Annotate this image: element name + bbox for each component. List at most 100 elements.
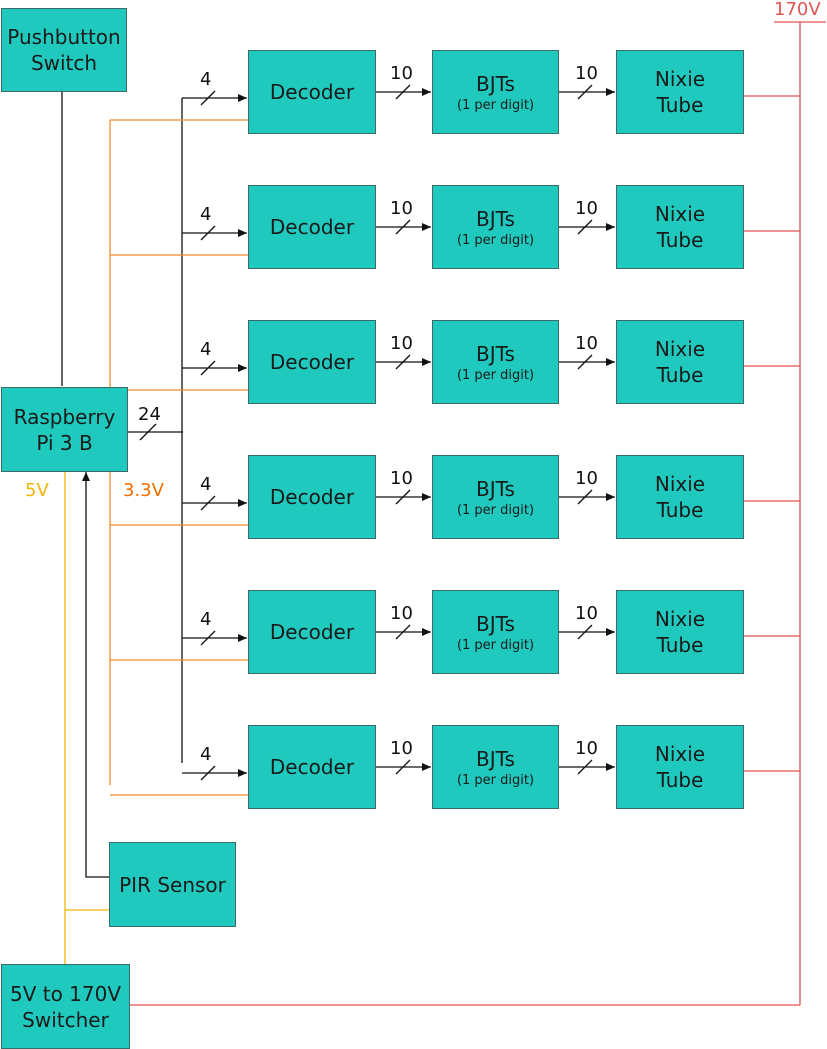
nixie-label-line2: Tube xyxy=(656,498,704,522)
pir-label: PIR Sensor xyxy=(119,872,226,897)
nixie-label-line1: Nixie xyxy=(654,202,706,226)
decoder-input-width-label: 4 xyxy=(200,744,212,765)
decoder-block: Decoder xyxy=(248,725,376,809)
pushbutton-switch-block: Pushbutton Switch xyxy=(1,8,127,92)
bjt-note: (1 per digit) xyxy=(456,367,535,383)
decoder-label: Decoder xyxy=(269,755,355,779)
bjt-label: BJTs xyxy=(476,611,515,636)
bjt-block: BJTs(1 per digit) xyxy=(432,455,559,539)
bjt-block: BJTs(1 per digit) xyxy=(432,320,559,404)
decoder-input-slash xyxy=(200,90,216,106)
pir-signal-wire xyxy=(82,472,109,878)
nixie-label-line2: Tube xyxy=(656,93,704,117)
bjt-input-width-label: 10 xyxy=(390,333,413,354)
bjt-note: (1 per digit) xyxy=(456,772,535,788)
decoder-block: Decoder xyxy=(248,455,376,539)
nixie-input-width-label: 10 xyxy=(575,468,598,489)
decoder-label: Decoder xyxy=(269,215,355,239)
nixie-label-line2: Tube xyxy=(656,633,704,657)
nixie-input-slash xyxy=(577,354,593,370)
decoder-input-width-label: 4 xyxy=(200,69,212,90)
decoder-block: Decoder xyxy=(248,590,376,674)
nixie-input-width-label: 10 xyxy=(575,603,598,624)
bjt-block: BJTs(1 per digit) xyxy=(432,725,559,809)
nixie-input-slash xyxy=(577,759,593,775)
main-bus-slash xyxy=(139,423,157,441)
decoder-label: Decoder xyxy=(269,80,355,104)
nixie-input-width-label: 10 xyxy=(575,63,598,84)
nixie-input-slash xyxy=(577,624,593,640)
bjt-block: BJTs(1 per digit) xyxy=(432,185,559,269)
pushbutton-label-line2: Switch xyxy=(30,51,98,75)
decoder-label: Decoder xyxy=(269,485,355,509)
nixie-label-line1: Nixie xyxy=(654,337,706,361)
decoder-label: Decoder xyxy=(269,350,355,374)
bjt-input-slash xyxy=(395,354,411,370)
decoder-block: Decoder xyxy=(248,185,376,269)
bjt-input-slash xyxy=(395,219,411,235)
nixie-label-line1: Nixie xyxy=(654,67,706,91)
nixie-label-line1: Nixie xyxy=(654,742,706,766)
raspberry-label-line2: Pi 3 B xyxy=(36,430,93,455)
bjt-input-slash xyxy=(395,759,411,775)
bjt-block: BJTs(1 per digit) xyxy=(432,590,559,674)
voltage-3v3-label: 3.3V xyxy=(123,480,164,501)
bjt-note: (1 per digit) xyxy=(456,502,535,518)
nixie-label-line2: Tube xyxy=(656,768,704,792)
pushbutton-label-line1: Pushbutton xyxy=(7,25,121,49)
nixie-label-line1: Nixie xyxy=(654,472,706,496)
decoder-input-width-label: 4 xyxy=(200,204,212,225)
decoder-input-width-label: 4 xyxy=(200,339,212,360)
bjt-label: BJTs xyxy=(476,71,515,96)
bjt-input-width-label: 10 xyxy=(390,468,413,489)
voltage-5v-label: 5V xyxy=(25,480,49,501)
bjt-input-slash xyxy=(395,489,411,505)
decoder-input-slash xyxy=(200,765,216,781)
bjt-input-width-label: 10 xyxy=(390,603,413,624)
bjt-input-slash xyxy=(395,84,411,100)
bjt-label: BJTs xyxy=(476,341,515,366)
decoder-label: Decoder xyxy=(269,620,355,644)
switcher-label-line2: Switcher xyxy=(22,1007,109,1032)
bjt-input-width-label: 10 xyxy=(390,198,413,219)
bjt-note: (1 per digit) xyxy=(456,637,535,653)
voltage-170v-label: 170V xyxy=(774,0,821,20)
bjt-input-width-label: 10 xyxy=(390,63,413,84)
nixie-input-width-label: 10 xyxy=(575,333,598,354)
bjt-input-width-label: 10 xyxy=(390,738,413,759)
nixie-label-line1: Nixie xyxy=(654,607,706,631)
bjt-note: (1 per digit) xyxy=(456,232,535,248)
decoder-input-slash xyxy=(200,495,216,511)
bjt-label: BJTs xyxy=(476,476,515,501)
decoder-block: Decoder xyxy=(248,50,376,134)
raspberry-pi-block: Raspberry Pi 3 B xyxy=(1,387,128,472)
bjt-block: BJTs(1 per digit) xyxy=(432,50,559,134)
bjt-input-slash xyxy=(395,624,411,640)
switcher-block: 5V to 170V Switcher xyxy=(1,964,130,1049)
nixie-input-width-label: 10 xyxy=(575,738,598,759)
nixie-input-slash xyxy=(577,489,593,505)
main-bus-width-label: 24 xyxy=(138,404,161,425)
decoder-block: Decoder xyxy=(248,320,376,404)
bjt-label: BJTs xyxy=(476,746,515,771)
decoder-input-slash xyxy=(200,630,216,646)
pir-sensor-block: PIR Sensor xyxy=(109,842,236,927)
decoder-input-slash xyxy=(200,360,216,376)
decoder-input-width-label: 4 xyxy=(200,609,212,630)
nixie-input-width-label: 10 xyxy=(575,198,598,219)
nixie-input-slash xyxy=(577,84,593,100)
switcher-label-line1: 5V to 170V xyxy=(9,981,122,1006)
decoder-input-width-label: 4 xyxy=(200,474,212,495)
bjt-label: BJTs xyxy=(476,206,515,231)
nixie-label-line2: Tube xyxy=(656,228,704,252)
bjt-note: (1 per digit) xyxy=(456,97,535,113)
nixie-label-line2: Tube xyxy=(656,363,704,387)
nixie-input-slash xyxy=(577,219,593,235)
